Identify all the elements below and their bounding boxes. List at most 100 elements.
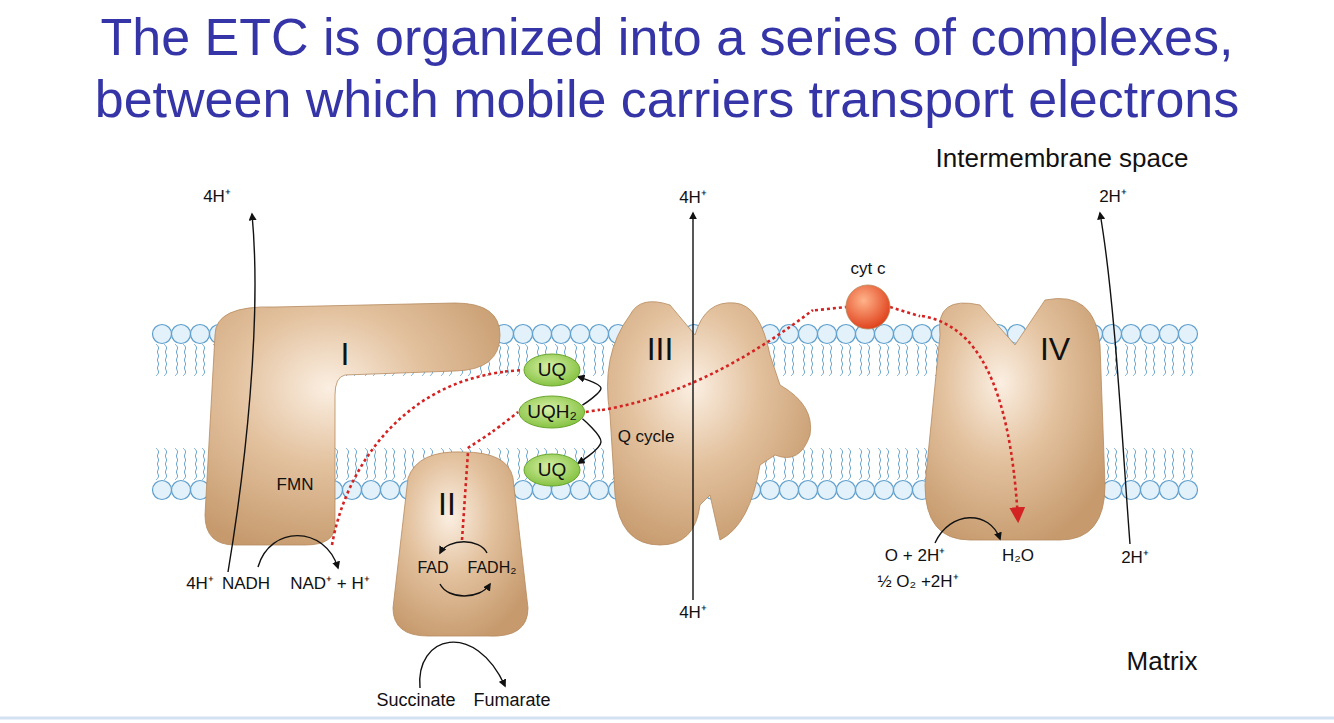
cytochrome-c-shape [846, 285, 890, 329]
lipid-tail [183, 448, 186, 480]
carrier-oval [524, 454, 580, 486]
text-label: Intermembrane space [936, 144, 1189, 173]
proton-arrow [692, 213, 693, 600]
lipid-head [799, 325, 818, 344]
lipid-head [590, 481, 609, 500]
lipid-tail [1144, 344, 1147, 376]
lipid-tail [384, 448, 387, 480]
lipid-tail [175, 344, 178, 376]
lipid-head [913, 325, 932, 344]
lipid-tail [924, 344, 927, 376]
lipid-head [1141, 325, 1160, 344]
lipid-tail [156, 344, 159, 376]
protein-complex: III [600, 295, 815, 550]
node-label: UQ [538, 360, 567, 381]
node-label: FADH₂ [468, 559, 517, 577]
lipid-tail [1182, 448, 1185, 480]
protein-complex-outline [393, 452, 528, 636]
lipid-head [533, 325, 552, 344]
lipid-head [837, 325, 856, 344]
lipid-tail [1114, 448, 1117, 480]
electron-flow [815, 307, 846, 310]
lipid-tail [1171, 344, 1174, 376]
lipid-head [514, 325, 533, 344]
lipid-tail [1133, 448, 1136, 480]
reaction-arrow [420, 642, 505, 688]
lipid-tail [517, 448, 520, 480]
electron-flow [468, 412, 518, 448]
lipid-tail [829, 344, 832, 376]
lipid-tail [859, 448, 862, 480]
text-label: Succinate [376, 691, 455, 711]
lipid-tail [373, 448, 376, 480]
lipid-head [894, 481, 913, 500]
node-label: IV [1040, 332, 1070, 367]
text-label: 4H⁺ [679, 604, 707, 623]
lipid-tail [791, 344, 794, 376]
text-label: 4H⁺ [203, 188, 231, 207]
reaction-arrow [935, 518, 1000, 543]
lipid-tail [859, 344, 862, 376]
lipid-tail [175, 448, 178, 480]
lipid-tail [202, 448, 205, 480]
text-label: O + 2H⁺ [885, 547, 945, 566]
node-label: I [341, 337, 350, 372]
text-label: ½ O₂ +2H⁺ [877, 573, 958, 592]
lipid-tail [1152, 448, 1155, 480]
lipid-head [875, 481, 894, 500]
lipid-tail [1125, 344, 1128, 376]
lipid-tail [897, 344, 900, 376]
lipid-tail [1163, 344, 1166, 376]
electron-path [462, 452, 468, 540]
lipid-head [1179, 325, 1198, 344]
lipid-tail [867, 448, 870, 480]
protein-complex-outline [925, 298, 1105, 540]
protein-complex: IV [920, 285, 1110, 545]
lipid-head [818, 481, 837, 500]
lipid-head [761, 481, 780, 500]
lipid-tail [1152, 344, 1155, 376]
lipid-tail [1163, 448, 1166, 480]
lipid-tail [878, 448, 881, 480]
text-label: 2H⁺ [1121, 549, 1149, 568]
lipid-head [780, 481, 799, 500]
lipid-tail [164, 344, 167, 376]
lipid-tail [848, 448, 851, 480]
node-label: III [647, 332, 674, 367]
cycle-arrow [440, 584, 490, 596]
electron-flow [890, 307, 920, 316]
lipid-head [172, 481, 191, 500]
lipid-tail [593, 344, 596, 376]
lipid-tail [886, 344, 889, 376]
ubiquinone-carrier: UQ [523, 353, 581, 387]
lipid-tail [840, 344, 843, 376]
lipid-tail [1171, 448, 1174, 480]
lipid-head [1122, 325, 1141, 344]
electron-flow [586, 410, 600, 412]
node-label: II [438, 487, 456, 522]
text-label: NADH [222, 575, 270, 594]
electron-flow [505, 370, 523, 372]
text-label: Fumarate [473, 691, 550, 711]
protein-complex-shape [600, 295, 815, 550]
carrier-oval [524, 354, 580, 386]
lipid-tail [905, 344, 908, 376]
lipid-head [191, 325, 210, 344]
lipid-head [172, 325, 191, 344]
text-label: 2H⁺ [1099, 188, 1127, 207]
lipid-tail [194, 448, 197, 480]
protein-complex-shape [920, 285, 1110, 545]
lipid-tail [821, 448, 824, 480]
lipid-head [1160, 481, 1179, 500]
lipid-head [894, 325, 913, 344]
lipid-tail [810, 448, 813, 480]
lipid-tail [1133, 344, 1136, 376]
q-cycle-arrow [578, 377, 601, 405]
lipid-tail [1144, 448, 1147, 480]
lipid-head [856, 481, 875, 500]
lipid-tail [156, 448, 159, 480]
lipid-head [571, 325, 590, 344]
text-label: 4H⁺ [679, 189, 707, 208]
lipid-tail [867, 344, 870, 376]
reaction-arrow [258, 536, 338, 568]
